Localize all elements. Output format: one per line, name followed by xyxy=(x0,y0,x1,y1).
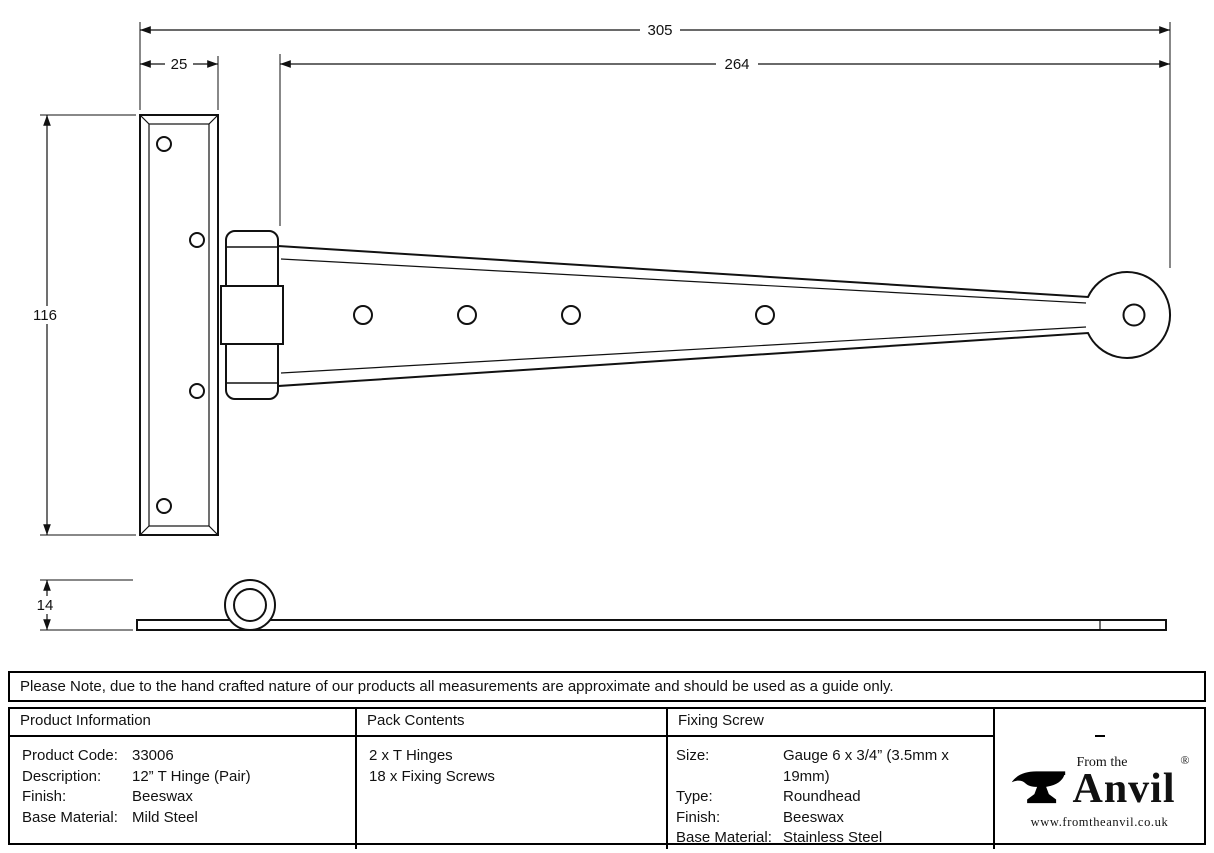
strap-bevel-lines xyxy=(280,258,1087,374)
product-information-header: Product Information xyxy=(10,709,355,737)
dim-label-overall: 305 xyxy=(647,22,672,39)
description-value: 12” T Hinge (Pair) xyxy=(132,767,251,785)
registered-mark: ® xyxy=(1180,752,1190,767)
side-knuckle-inner xyxy=(233,588,267,622)
brand-header-empty xyxy=(1094,709,1105,737)
table-row: Type: Roundhead xyxy=(676,787,981,808)
pack-contents-item: 2 x T Hinges xyxy=(369,747,453,764)
screw-finish-label: Finish: xyxy=(676,808,721,826)
product-code-value: 33006 xyxy=(132,747,174,764)
dim-label-strap: 264 xyxy=(724,56,749,73)
finish-value: Beeswax xyxy=(132,788,193,805)
knuckle-middle xyxy=(220,285,284,345)
screw-base-material-label: Base Material: xyxy=(676,829,772,846)
fixing-screw-section: Fixing Screw Size: Gauge 6 x 3/4” (3.5mm… xyxy=(666,709,993,849)
pack-contents-item: 18 x Fixing Screws xyxy=(369,767,495,785)
strap-screw-holes xyxy=(353,305,775,325)
table-row: Finish: Beeswax xyxy=(676,808,981,829)
plate-bevel xyxy=(148,123,210,527)
strap-outline xyxy=(277,244,1171,388)
screw-type-value: Roundhead xyxy=(783,788,861,805)
screw-base-material-value: Stainless Steel xyxy=(783,829,883,846)
technical-drawing: 305 25 264 116 14 xyxy=(33,22,1171,631)
info-table: Product Information Product Code: 33006 … xyxy=(8,707,1206,849)
round-end-hole xyxy=(1122,303,1146,327)
table-row: Description: 12” T Hinge (Pair) xyxy=(22,767,343,788)
note-box: Please Note, due to the hand crafted nat… xyxy=(8,671,1206,702)
hinge-side-view xyxy=(136,579,1167,631)
table-row: Size: Gauge 6 x 3/4” (3.5mm x 19mm) xyxy=(676,746,981,787)
anvil-icon xyxy=(1012,771,1066,803)
brand-section: From the Anvil ® www.fromtheanvil.co.uk xyxy=(993,709,1204,849)
hinge-front-view xyxy=(139,114,1171,536)
screw-type-label: Type: xyxy=(676,788,713,805)
note-text: Please Note, due to the hand crafted nat… xyxy=(20,678,894,695)
product-information-section: Product Information Product Code: 33006 … xyxy=(10,709,355,849)
table-row: Base Material: Mild Steel xyxy=(22,808,343,829)
table-row: Finish: Beeswax xyxy=(22,787,343,808)
dim-label-plate-width: 25 xyxy=(171,56,188,73)
side-strap-profile xyxy=(136,619,1167,631)
logo-url: www.fromtheanvil.co.uk xyxy=(1030,814,1169,829)
screw-finish-value: Beeswax xyxy=(783,808,844,826)
logo-brand-name: Anvil xyxy=(1072,765,1176,812)
dim-label-height: 116 xyxy=(33,307,57,324)
base-material-value: Mild Steel xyxy=(132,808,198,826)
plate-screw-holes xyxy=(156,136,205,514)
table-row: Base Material: Stainless Steel xyxy=(676,828,981,849)
extension-lines xyxy=(40,22,1171,631)
base-material-label: Base Material: xyxy=(22,808,118,826)
dim-label-thickness: 14 xyxy=(37,597,54,614)
screw-size-value: Gauge 6 x 3/4” (3.5mm x 19mm) xyxy=(783,747,949,785)
logo-from-the: From the xyxy=(1076,754,1128,770)
table-row: Product Code: 33006 xyxy=(22,746,343,767)
screw-size-label: Size: xyxy=(676,747,710,764)
description-label: Description: xyxy=(22,767,102,785)
pack-contents-header: Pack Contents xyxy=(357,709,666,737)
plate-corner-chamfers xyxy=(139,114,219,536)
finish-label: Finish: xyxy=(22,788,67,805)
pack-contents-section: Pack Contents 2 x T Hinges 18 x Fixing S… xyxy=(355,709,666,849)
product-code-label: Product Code: xyxy=(22,747,118,764)
fixing-screw-header: Fixing Screw xyxy=(668,709,993,737)
anvil-logo: From the Anvil ® www.fromtheanvil.co.uk xyxy=(995,737,1204,849)
